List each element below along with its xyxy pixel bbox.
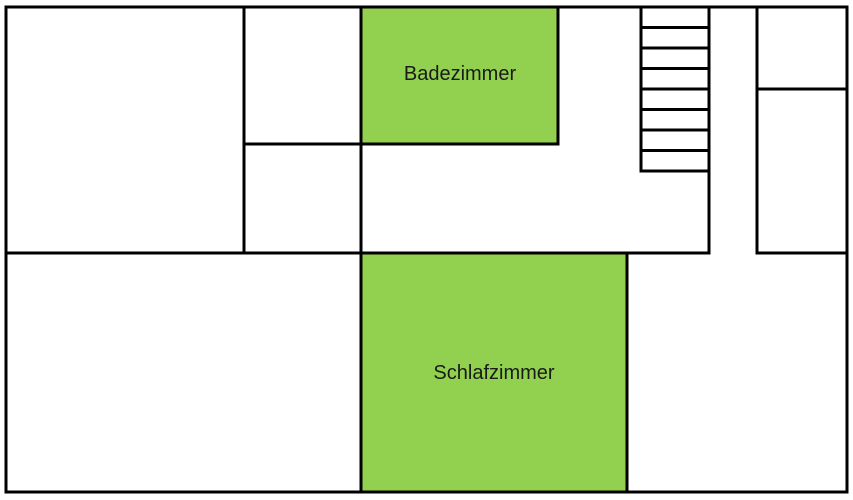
bathroom-fill bbox=[361, 8, 558, 144]
bathroom-label: Badezimmer bbox=[404, 63, 517, 85]
bedroom-fill bbox=[361, 253, 627, 492]
outer-wall bbox=[4, 5, 849, 494]
staircase bbox=[641, 26, 709, 173]
bedroom-label: Schlafzimmer bbox=[433, 362, 554, 384]
